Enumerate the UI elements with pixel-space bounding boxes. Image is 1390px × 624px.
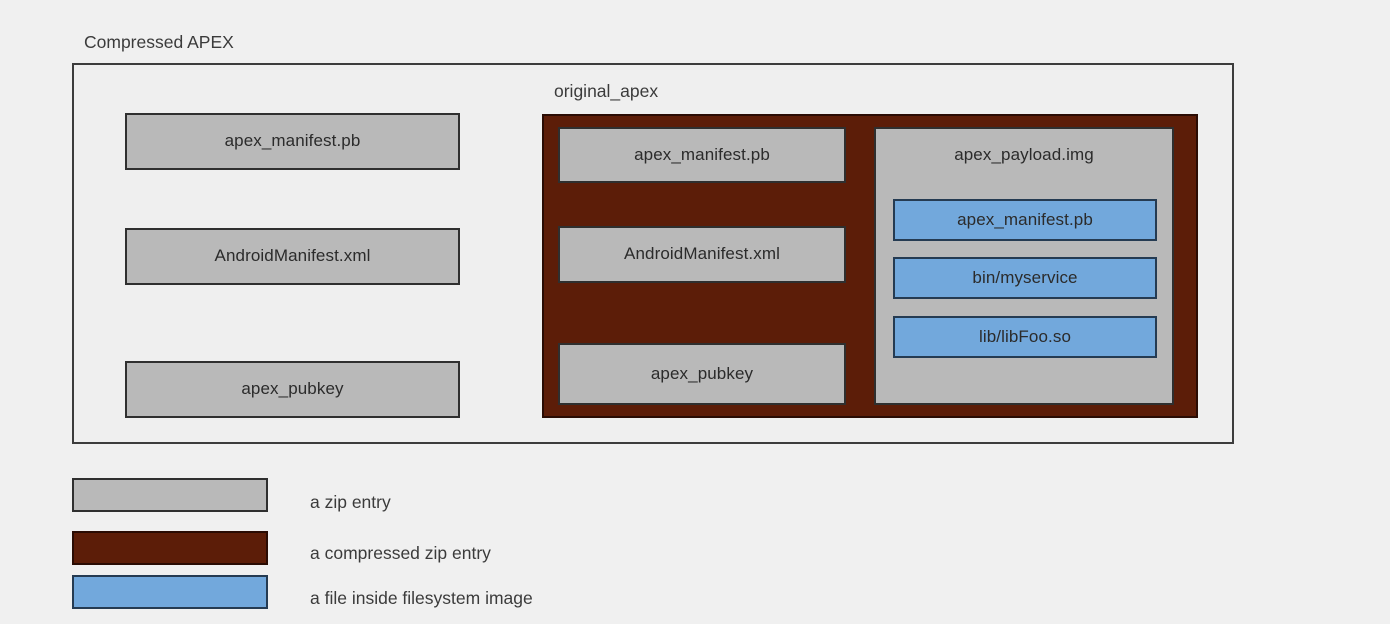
zip-entry-android-manifest-inner: AndroidManifest.xml bbox=[558, 226, 846, 283]
legend-label-zip-entry: a zip entry bbox=[310, 492, 391, 512]
legend-label-filesystem-file: a file inside filesystem image bbox=[310, 588, 533, 608]
fs-file-label: bin/myservice bbox=[972, 267, 1078, 287]
legend-swatch-compressed-zip-entry bbox=[72, 531, 268, 565]
fs-file-label: apex_manifest.pb bbox=[957, 209, 1093, 229]
fs-file-lib-libfoo-so: lib/libFoo.so bbox=[893, 316, 1157, 358]
original-apex-caption: original_apex bbox=[554, 81, 659, 101]
legend-label-compressed-zip-entry: a compressed zip entry bbox=[310, 543, 491, 563]
zip-entry-apex-pubkey-outer: apex_pubkey bbox=[125, 361, 460, 418]
zip-entry-apex-manifest-outer: apex_manifest.pb bbox=[125, 113, 460, 170]
compressed-apex-caption: Compressed APEX bbox=[84, 32, 234, 52]
fs-file-bin-myservice: bin/myservice bbox=[893, 257, 1157, 299]
zip-entry-label: AndroidManifest.xml bbox=[624, 244, 780, 264]
apex-payload-img-label: apex_payload.img bbox=[954, 145, 1094, 164]
legend-swatch-filesystem-file bbox=[72, 575, 268, 609]
zip-entry-apex-pubkey-inner: apex_pubkey bbox=[558, 343, 846, 405]
zip-entry-label: apex_pubkey bbox=[650, 363, 754, 383]
zip-entry-label: AndroidManifest.xml bbox=[214, 246, 371, 266]
zip-entry-label: apex_manifest.pb bbox=[224, 131, 361, 151]
zip-entry-label: apex_manifest.pb bbox=[634, 144, 770, 164]
fs-file-label: lib/libFoo.so bbox=[978, 326, 1071, 346]
fs-file-apex-manifest: apex_manifest.pb bbox=[893, 199, 1157, 241]
zip-entry-apex-manifest-inner: apex_manifest.pb bbox=[558, 127, 846, 183]
zip-entry-android-manifest-outer: AndroidManifest.xml bbox=[125, 228, 460, 285]
zip-entry-label: apex_pubkey bbox=[241, 379, 344, 399]
legend-swatch-zip-entry bbox=[72, 478, 268, 512]
